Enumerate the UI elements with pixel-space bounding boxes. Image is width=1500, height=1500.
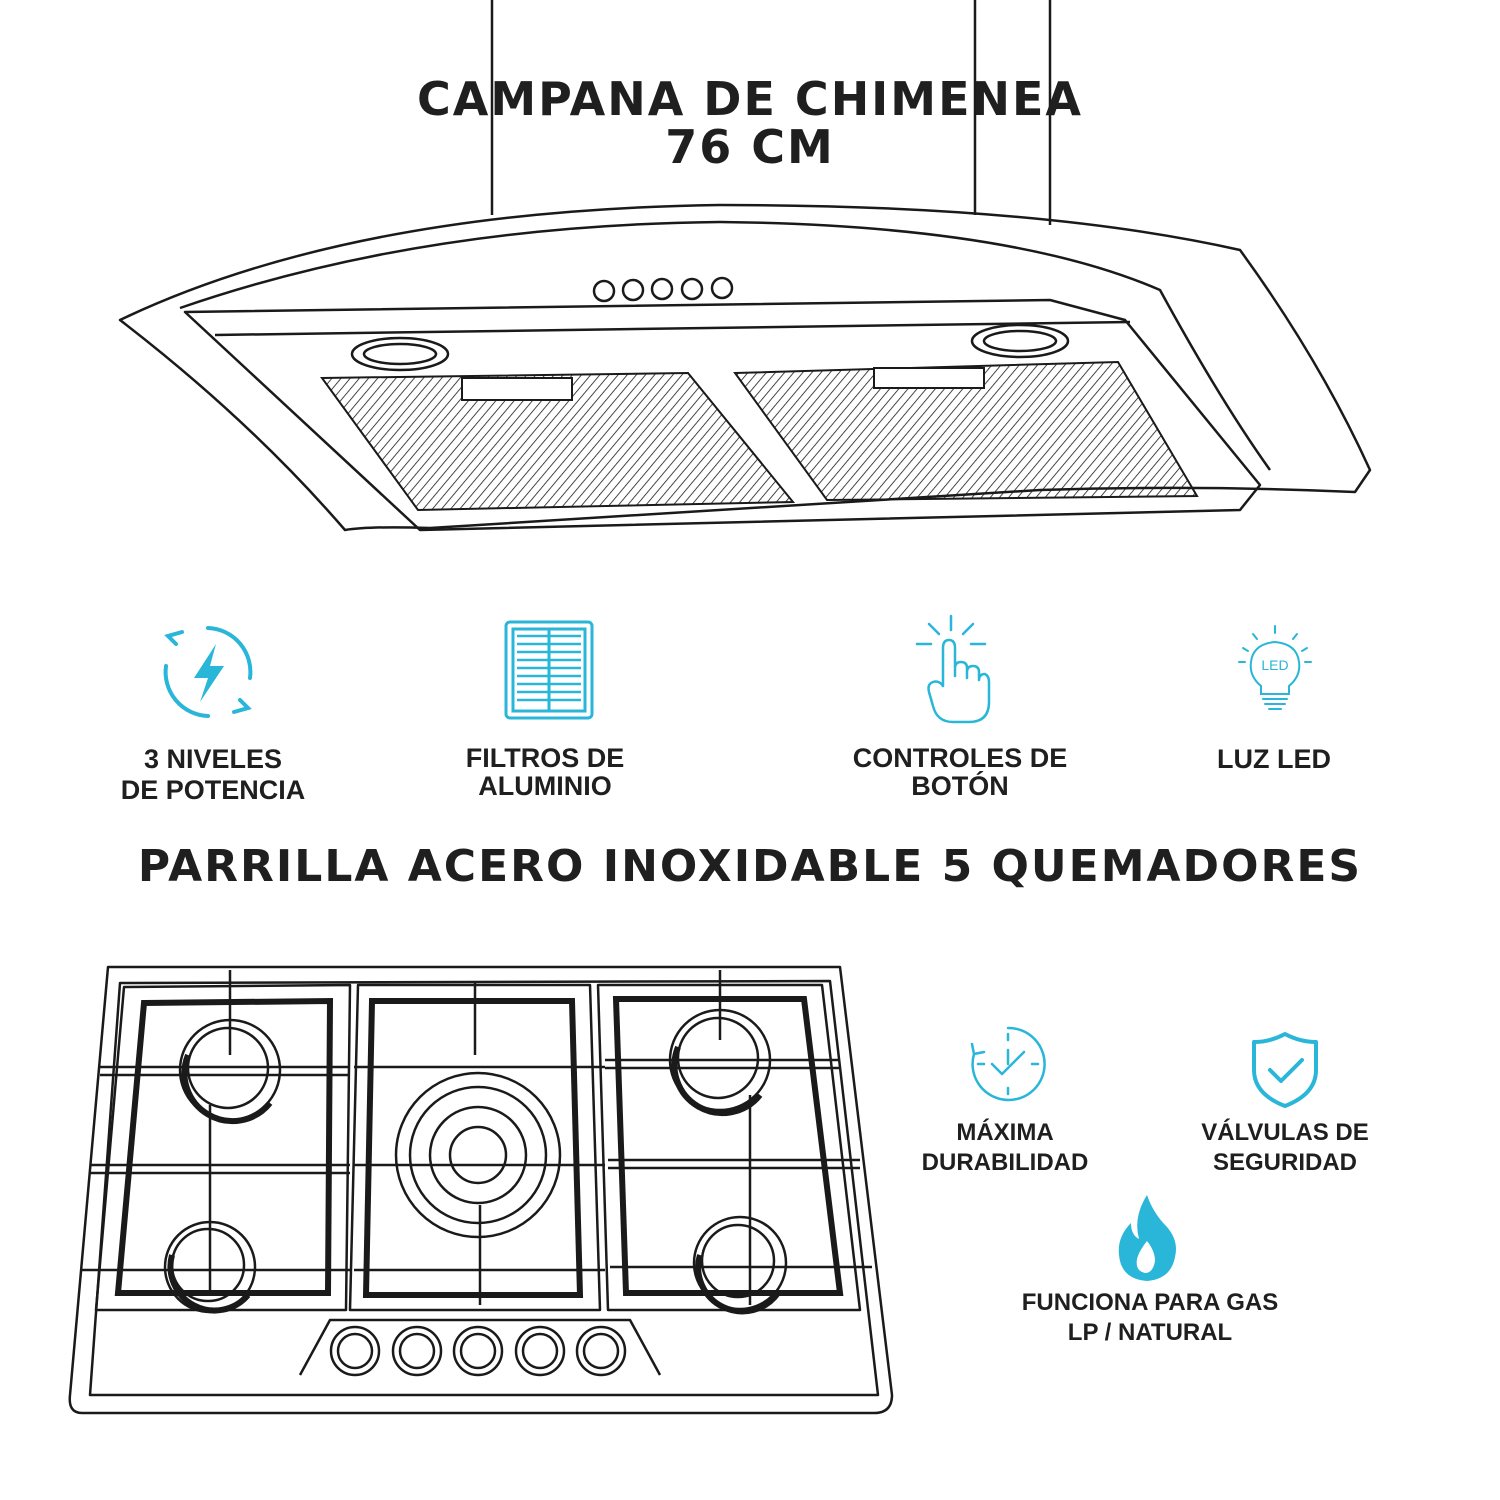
safety-shield-icon [1252,1032,1318,1108]
feature-label-line1: LUZ LED [1217,744,1331,774]
range-hood-illustration [118,0,1372,532]
cooktop-title: PARRILLA ACERO INOXIDABLE 5 QUEMADORES [137,841,1363,892]
feature-label-line1: 3 NIVELES [143,744,283,774]
feature-button-controls: CONTROLES DE BOTÓN [810,744,1110,800]
feature-label-line1: FILTROS DE [465,743,625,773]
led-icon-text: LED [1261,657,1288,673]
hood-size: 76 CM [665,120,835,174]
feature-label-line2: BOTÓN [911,771,1009,801]
hood-title: CAMPANA DE CHIMENEA [416,72,1084,126]
feature-gas-type: FUNCIONA PARA GAS LP / NATURAL [990,1288,1310,1348]
left-filter [320,371,796,512]
power-levels-icon [163,626,253,718]
feature-led-light: LUZ LED [1174,744,1374,775]
feature-label-line2: LP / NATURAL [1067,1319,1233,1346]
durability-clock-icon [970,1026,1046,1102]
feature-label-line1: VÁLVULAS DE [1201,1119,1369,1146]
feature-power-levels: 3 NIVELES DE POTENCIA [83,744,343,806]
feature-max-durability: MÁXIMA DURABILIDAD [890,1118,1120,1178]
feature-label-line1: CONTROLES DE [852,743,1068,773]
gas-cooktop-illustration [68,965,894,1415]
right-filter [733,360,1199,502]
feature-label-line1: MÁXIMA [956,1119,1054,1146]
push-button-icon [915,614,991,724]
feature-label-line2: DE POTENCIA [120,775,306,805]
feature-label-line2: DURABILIDAD [921,1149,1089,1176]
led-bulb-icon: LED [1238,625,1312,710]
feature-safety-valves: VÁLVULAS DE SEGURIDAD [1160,1118,1410,1178]
feature-label-line2: SEGURIDAD [1212,1149,1357,1176]
feature-label-line1: FUNCIONA PARA GAS [1021,1289,1279,1316]
feature-label-line2: ALUMINIO [478,771,612,801]
gas-flame-icon [1118,1195,1176,1281]
feature-aluminum-filters: FILTROS DE ALUMINIO [415,744,675,800]
aluminum-filter-icon [504,620,594,720]
